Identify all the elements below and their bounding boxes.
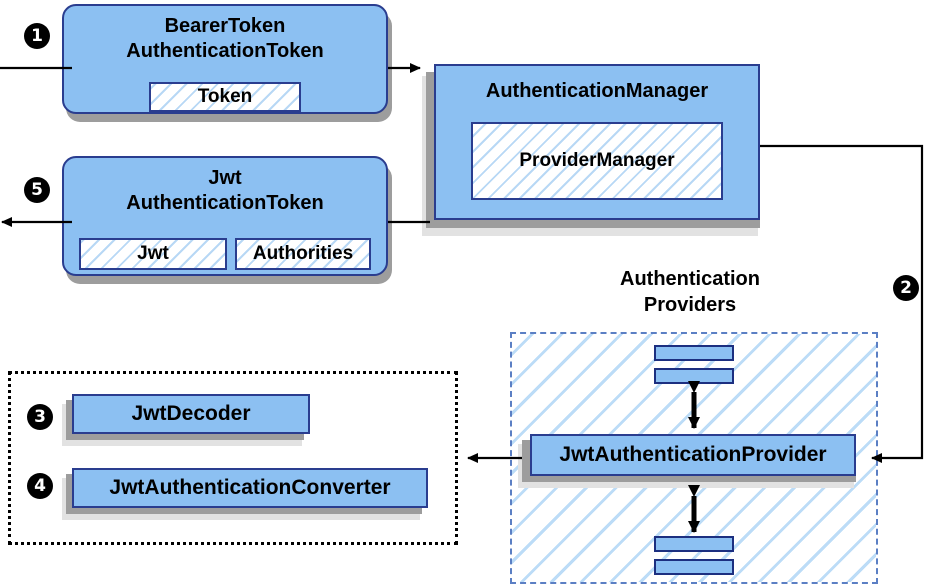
jwt-token-title: Jwt AuthenticationToken [126,167,324,214]
jwt-authentication-provider-node[interactable]: JwtAuthenticationProvider [530,434,856,476]
step-marker-2: 2 [893,275,919,301]
slot-token-label: Token [197,86,253,107]
step-marker-1: 1 [24,23,50,49]
slot-token: Token [149,82,301,112]
jwt-authentication-token-node[interactable]: Jwt AuthenticationToken Jwt Authorities [62,156,388,276]
slot-jwt: Jwt [79,238,227,270]
step-marker-3: 3 [27,404,53,430]
slot-authorities-label: Authorities [252,243,354,264]
jwt-authentication-converter-node[interactable]: JwtAuthenticationConverter [72,468,428,508]
authentication-providers-label: Authentication Providers [620,268,760,316]
provider-bar-top-1 [654,345,734,361]
jwt-authentication-provider-label: JwtAuthenticationProvider [559,443,827,466]
slot-provider-manager-label: ProviderManager [519,150,675,171]
bearer-token-title: BearerToken AuthenticationToken [126,15,324,62]
jwt-decoder-node[interactable]: JwtDecoder [72,394,310,434]
jwt-decoder-label: JwtDecoder [131,402,251,425]
step-marker-4: 4 [27,473,53,499]
slot-provider-manager: ProviderManager [471,122,723,200]
authentication-manager-title: AuthenticationManager [485,80,709,102]
provider-bar-bottom-2 [654,559,734,575]
provider-bar-bottom-1 [654,536,734,552]
slot-jwt-label: Jwt [137,243,169,264]
provider-bar-top-2 [654,368,734,384]
authentication-manager-node[interactable]: AuthenticationManager ProviderManager [434,64,760,220]
bearer-token-authentication-token-node[interactable]: BearerToken AuthenticationToken Token [62,4,388,114]
step-marker-5: 5 [24,177,50,203]
jwt-authentication-converter-label: JwtAuthenticationConverter [109,476,391,499]
slot-authorities: Authorities [235,238,371,270]
